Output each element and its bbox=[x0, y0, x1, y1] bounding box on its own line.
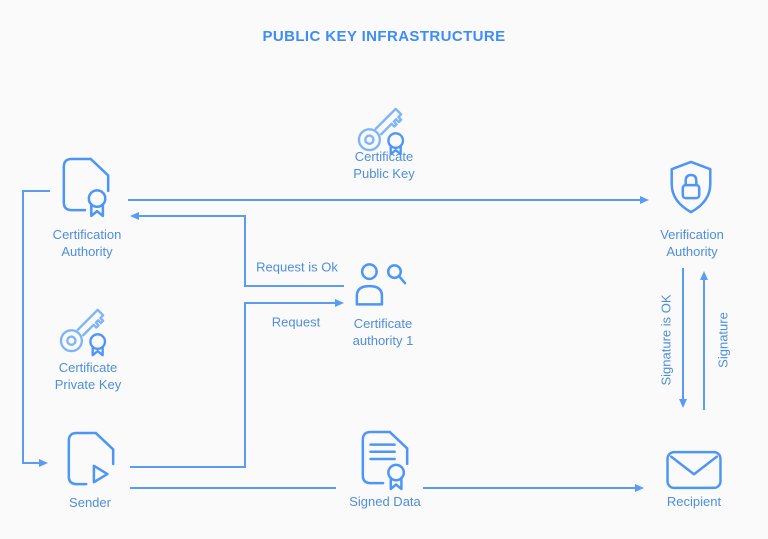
label-line: Authority bbox=[61, 243, 113, 259]
send-document-icon bbox=[64, 430, 118, 497]
edge-ca-to-sender bbox=[22, 190, 50, 467]
envelope-icon bbox=[665, 450, 723, 495]
certification-authority-label: Certification Authority bbox=[53, 227, 122, 260]
signed-data-label: Signed Data bbox=[349, 494, 421, 511]
edge-request bbox=[130, 299, 344, 468]
sender-label: Sender bbox=[69, 495, 111, 512]
person-search-icon bbox=[351, 261, 409, 320]
public-key-badge-icon bbox=[355, 98, 411, 161]
signed-document-icon bbox=[358, 429, 412, 496]
signature-label: Signature bbox=[715, 312, 731, 368]
label-line: Certification bbox=[52, 227, 122, 242]
label-line: Authority bbox=[666, 243, 718, 259]
recipient-label: Recipient bbox=[667, 494, 721, 511]
private-key-badge-icon bbox=[57, 299, 113, 362]
request-label: Request bbox=[271, 314, 321, 330]
label-line: authority 1 bbox=[352, 332, 414, 348]
label-line: Certificate bbox=[353, 316, 413, 331]
certificate-private-key-label: Certificate Private Key bbox=[55, 360, 121, 393]
certificate-authority-1-label: Certificate authority 1 bbox=[353, 316, 414, 349]
label-line: Certificate bbox=[58, 360, 118, 375]
label-line: Certificate bbox=[354, 149, 414, 164]
label-line: Verification bbox=[660, 227, 724, 242]
label-line: Public Key bbox=[353, 165, 415, 181]
label-line: Signed Data bbox=[349, 494, 421, 509]
verification-authority-label: Verification Authority bbox=[660, 227, 724, 260]
label-line: Private Key bbox=[54, 376, 122, 392]
request-is-ok-label: Request is Ok bbox=[256, 259, 338, 275]
diagram-title: PUBLIC KEY INFRASTRUCTURE bbox=[262, 28, 506, 45]
signature-is-ok-label: Signature is OK bbox=[658, 294, 674, 386]
certificate-public-key-label: Certificate Public Key bbox=[353, 149, 414, 182]
shield-lock-icon bbox=[664, 159, 718, 222]
edge-request-is-ok bbox=[130, 212, 344, 287]
label-line: Sender bbox=[69, 495, 111, 510]
label-line: Recipient bbox=[666, 494, 722, 509]
certificate-document-icon bbox=[59, 156, 113, 223]
